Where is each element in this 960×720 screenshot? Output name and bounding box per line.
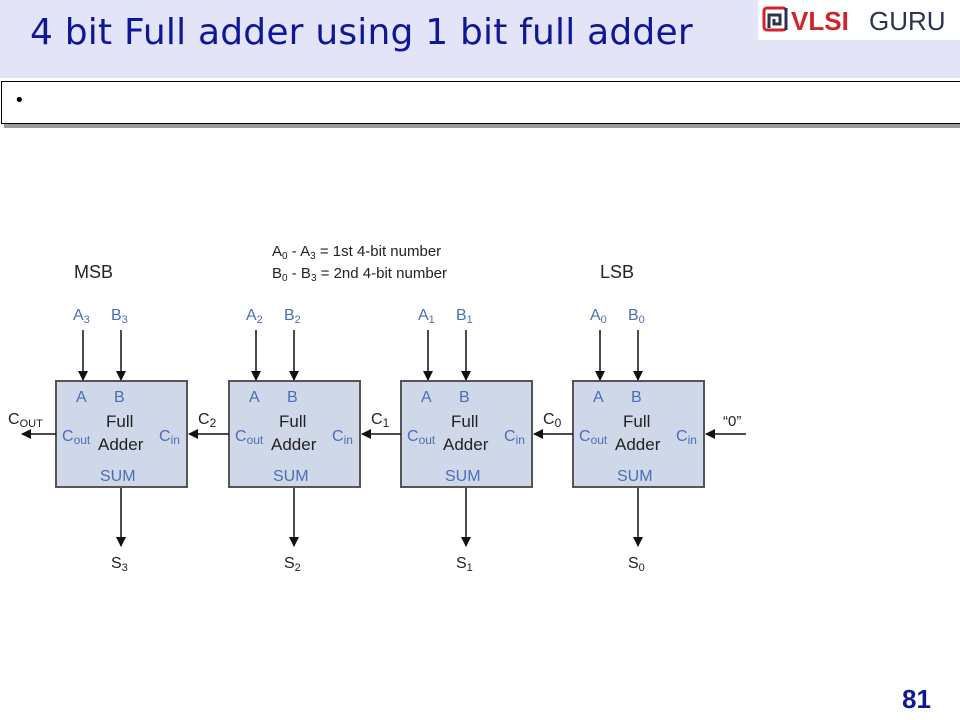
sum-output-label: S2 [284,555,301,574]
content-box: • [1,81,960,124]
port-sum-label: SUM [445,468,481,485]
input-b-label: B0 [628,307,645,326]
block-name-adder: Adder [443,435,489,454]
block-name-full: Full [106,412,133,431]
logo-graphic: VLSI GURU [762,6,946,36]
port-cout-label: Cout [62,428,91,447]
adder-box [228,380,361,488]
bullet-point: • [14,90,25,111]
slide-header: 4 bit Full adder using 1 bit full adder … [0,0,960,78]
input-b-label: B1 [456,307,473,326]
carry-out-label: C0 [543,411,562,430]
input-a-label: A0 [590,307,607,326]
adder-box [400,380,533,488]
lsb-label: LSB [600,262,634,282]
carry-out-label: COUT [8,411,43,430]
carry-in-zero-label: “0” [723,413,741,430]
port-b-label: B [287,389,298,406]
port-a-label: A [593,389,604,406]
port-a-label: A [249,389,260,406]
port-b-label: B [114,389,125,406]
port-b-label: B [459,389,470,406]
carry-out-label: C2 [198,411,217,430]
port-a-label: A [76,389,87,406]
port-cin-label: Cin [159,428,180,447]
legend-line-b: B0 - B3 = 2nd 4-bit number [272,265,447,284]
adder-box [572,380,705,488]
port-cin-label: Cin [332,428,353,447]
carry-out-label: C1 [371,411,390,430]
block-name-full: Full [451,412,478,431]
block-name-adder: Adder [271,435,317,454]
input-a-label: A2 [246,307,263,326]
sum-output-label: S3 [111,555,128,574]
port-cout-label: Cout [407,428,436,447]
block-name-full: Full [279,412,306,431]
slide-title: 4 bit Full adder using 1 bit full adder [30,12,693,53]
legend-line-a: A0 - A3 = 1st 4-bit number [272,243,441,262]
adder-box [55,380,188,488]
port-sum-label: SUM [617,468,653,485]
page-number: 81 [902,684,931,714]
port-cout-label: Cout [235,428,264,447]
input-b-label: B3 [111,307,128,326]
port-cin-label: Cin [504,428,525,447]
vlsiguru-logo: VLSI GURU [758,0,960,40]
input-b-label: B2 [284,307,301,326]
port-sum-label: SUM [100,468,136,485]
input-a-label: A3 [73,307,90,326]
msb-label: MSB [74,262,113,282]
port-a-label: A [421,389,432,406]
block-name-adder: Adder [98,435,144,454]
port-cout-label: Cout [579,428,608,447]
block-name-adder: Adder [615,435,661,454]
port-b-label: B [631,389,642,406]
logo-mark-icon [762,6,788,32]
block-name-full: Full [623,412,650,431]
sum-output-label: S0 [628,555,645,574]
sum-output-label: S1 [456,555,473,574]
port-sum-label: SUM [273,468,309,485]
logo-text-guru: GURU [869,6,946,36]
input-a-label: A1 [418,307,435,326]
port-cin-label: Cin [676,428,697,447]
logo-text-vlsi: VLSI [791,6,849,36]
